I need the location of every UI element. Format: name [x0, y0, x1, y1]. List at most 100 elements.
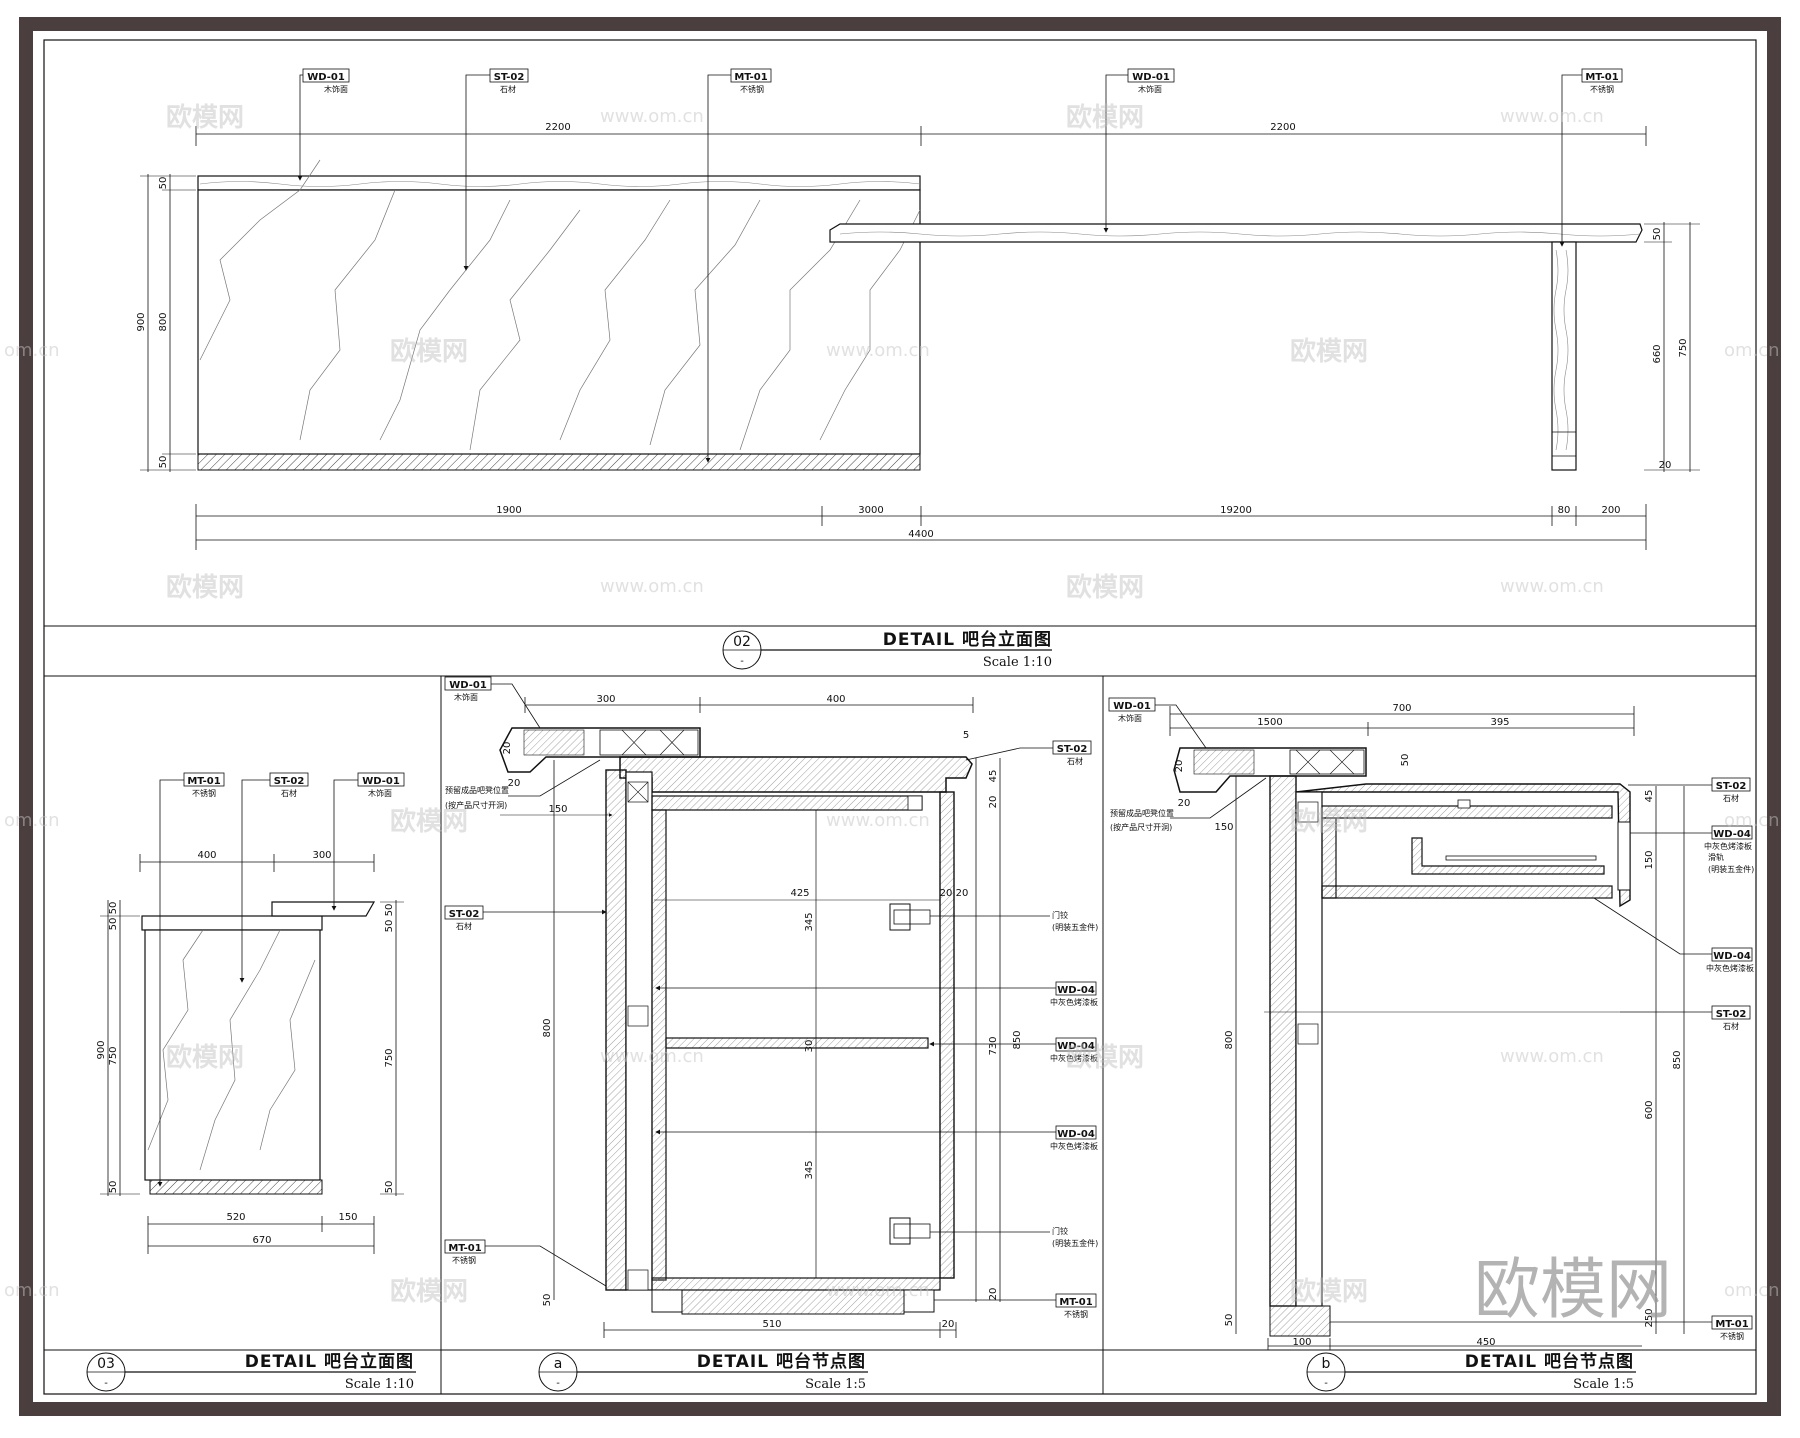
svg-text:不锈钢: 不锈钢 — [452, 1255, 476, 1265]
svg-text:20: 20 — [988, 796, 999, 809]
title-block-03: 03 - DETAIL 吧台立面图 Scale 1:10 — [86, 1351, 416, 1392]
svg-text:520: 520 — [226, 1212, 245, 1223]
svg-text:木饰面: 木饰面 — [368, 788, 392, 798]
svg-text:150: 150 — [338, 1212, 357, 1223]
dim-top-right: 2200 — [1270, 122, 1295, 133]
counter-stone-face — [197, 189, 921, 455]
svg-text:ST-02: ST-02 — [1716, 1009, 1747, 1020]
svg-text:-: - — [556, 1378, 560, 1389]
svg-text:a: a — [554, 1356, 563, 1372]
svg-text:石材: 石材 — [1067, 756, 1083, 766]
svg-text:ST-02: ST-02 — [1716, 781, 1747, 792]
svg-text:345: 345 — [804, 912, 815, 931]
svg-text:50: 50 — [384, 920, 395, 933]
svg-text:预留成品吧凳位置: 预留成品吧凳位置 — [445, 785, 509, 795]
svg-text:欧模网: 欧模网 — [1290, 1276, 1368, 1307]
svg-text:MT-01: MT-01 — [734, 72, 767, 83]
title-a: DETAIL 吧台节点图 — [697, 1351, 866, 1372]
svg-text:300: 300 — [312, 850, 331, 861]
elevation-02: 2200 2200 900 800 50 50 — [136, 68, 1700, 670]
scale-02: Scale 1:10 — [983, 655, 1052, 670]
svg-text:不锈钢: 不锈钢 — [192, 788, 216, 798]
svg-text:(明装五金件): (明装五金件) — [1708, 864, 1754, 874]
svg-text:1500: 1500 — [1257, 717, 1282, 728]
svg-text:20: 20 — [940, 888, 953, 899]
svg-text:20: 20 — [988, 1288, 999, 1301]
svg-text:20: 20 — [942, 1319, 955, 1330]
scale-a: Scale 1:5 — [805, 1377, 866, 1392]
scale-b: Scale 1:5 — [1573, 1377, 1634, 1392]
svg-text:木饰面: 木饰面 — [324, 84, 348, 94]
svg-text:MT-01: MT-01 — [1059, 1297, 1092, 1308]
dim-h800: 800 — [158, 312, 169, 331]
svg-text:om.cn: om.cn — [4, 810, 60, 831]
svg-text:850: 850 — [1672, 1050, 1683, 1069]
dim-b200: 200 — [1601, 505, 1620, 516]
svg-text:石材: 石材 — [1723, 793, 1739, 803]
svg-text:中灰色烤漆板: 中灰色烤漆板 — [1050, 1053, 1098, 1063]
title-03: DETAIL 吧台立面图 — [245, 1351, 414, 1372]
title-block-a: a - DETAIL 吧台节点图 Scale 1:5 — [538, 1351, 868, 1392]
svg-text:02: 02 — [733, 634, 751, 650]
svg-text:(明装五金件): (明装五金件) — [1052, 922, 1098, 932]
svg-text:20: 20 — [1174, 760, 1185, 773]
svg-text:中灰色烤漆板: 中灰色烤漆板 — [1704, 841, 1752, 851]
svg-text:750: 750 — [384, 1048, 395, 1067]
svg-text:395: 395 — [1490, 717, 1509, 728]
svg-text:30: 30 — [804, 1040, 815, 1053]
svg-text:45: 45 — [988, 770, 999, 783]
svg-text:欧模网: 欧模网 — [390, 806, 468, 837]
svg-text:欧模网: 欧模网 — [166, 1042, 244, 1073]
svg-text:ST-02: ST-02 — [1057, 744, 1088, 755]
svg-text:50: 50 — [1400, 754, 1411, 767]
counter-base — [197, 453, 921, 471]
svg-text:欧模网: 欧模网 — [390, 1276, 468, 1307]
watermarks: 欧模网 www.om.cn 欧模网 www.om.cn om.cn 欧模网 ww… — [4, 102, 1780, 1328]
svg-text:om.cn: om.cn — [1724, 1280, 1780, 1301]
svg-text:ST-02: ST-02 — [494, 72, 525, 83]
svg-text:欧模网: 欧模网 — [166, 102, 244, 133]
svg-text:ST-02: ST-02 — [274, 776, 305, 787]
svg-text:600: 600 — [1644, 1100, 1655, 1119]
svg-text:WD-04: WD-04 — [1713, 951, 1751, 962]
title-block-02: 02 - DETAIL 吧台立面图 Scale 1:10 — [722, 629, 1052, 670]
svg-text:木饰面: 木饰面 — [454, 692, 478, 702]
brand-watermark: 欧模网 — [1474, 1251, 1672, 1328]
svg-text:欧模网: 欧模网 — [1066, 572, 1144, 603]
svg-text:石材: 石材 — [281, 788, 297, 798]
svg-text:www.om.cn: www.om.cn — [826, 810, 930, 831]
svg-text:850: 850 — [1012, 1030, 1023, 1049]
svg-text:730: 730 — [988, 1036, 999, 1055]
svg-text:www.om.cn: www.om.cn — [826, 340, 930, 361]
svg-text:WD-01: WD-01 — [449, 680, 487, 691]
svg-text:20: 20 — [1178, 798, 1191, 809]
title-02: DETAIL 吧台立面图 — [883, 629, 1052, 650]
svg-text:50: 50 — [108, 902, 119, 915]
tag-mt01-b: MT-01 不锈钢 — [1559, 68, 1623, 247]
dim-h50-top: 50 — [158, 177, 169, 190]
svg-text:MT-01: MT-01 — [1715, 1319, 1748, 1330]
svg-text:不锈钢: 不锈钢 — [1590, 84, 1614, 94]
svg-text:www.om.cn: www.om.cn — [826, 1280, 930, 1301]
svg-text:900: 900 — [96, 1040, 107, 1059]
dim-h750: 750 — [1678, 338, 1689, 357]
svg-text:300: 300 — [596, 694, 615, 705]
svg-text:50: 50 — [384, 1181, 395, 1194]
svg-text:WD-01: WD-01 — [307, 72, 345, 83]
dim-b19200: 19200 — [1220, 505, 1252, 516]
dim-h900: 900 — [136, 312, 147, 331]
svg-text:WD-04: WD-04 — [1057, 985, 1095, 996]
dim-h50-bottom: 50 — [158, 456, 169, 469]
svg-text:WD-01: WD-01 — [362, 776, 400, 787]
svg-text:www.om.cn: www.om.cn — [600, 1046, 704, 1067]
dim-b80: 80 — [1558, 505, 1571, 516]
svg-text:欧模网: 欧模网 — [1290, 806, 1368, 837]
svg-text:门铰: 门铰 — [1052, 1226, 1068, 1236]
svg-text:800: 800 — [542, 1018, 553, 1037]
svg-text:450: 450 — [1476, 1337, 1495, 1348]
svg-text:预留成品吧凳位置: 预留成品吧凳位置 — [1110, 808, 1174, 818]
svg-text:50: 50 — [108, 918, 119, 931]
svg-text:中灰色烤漆板: 中灰色烤漆板 — [1050, 1141, 1098, 1151]
svg-text:20: 20 — [502, 742, 513, 755]
